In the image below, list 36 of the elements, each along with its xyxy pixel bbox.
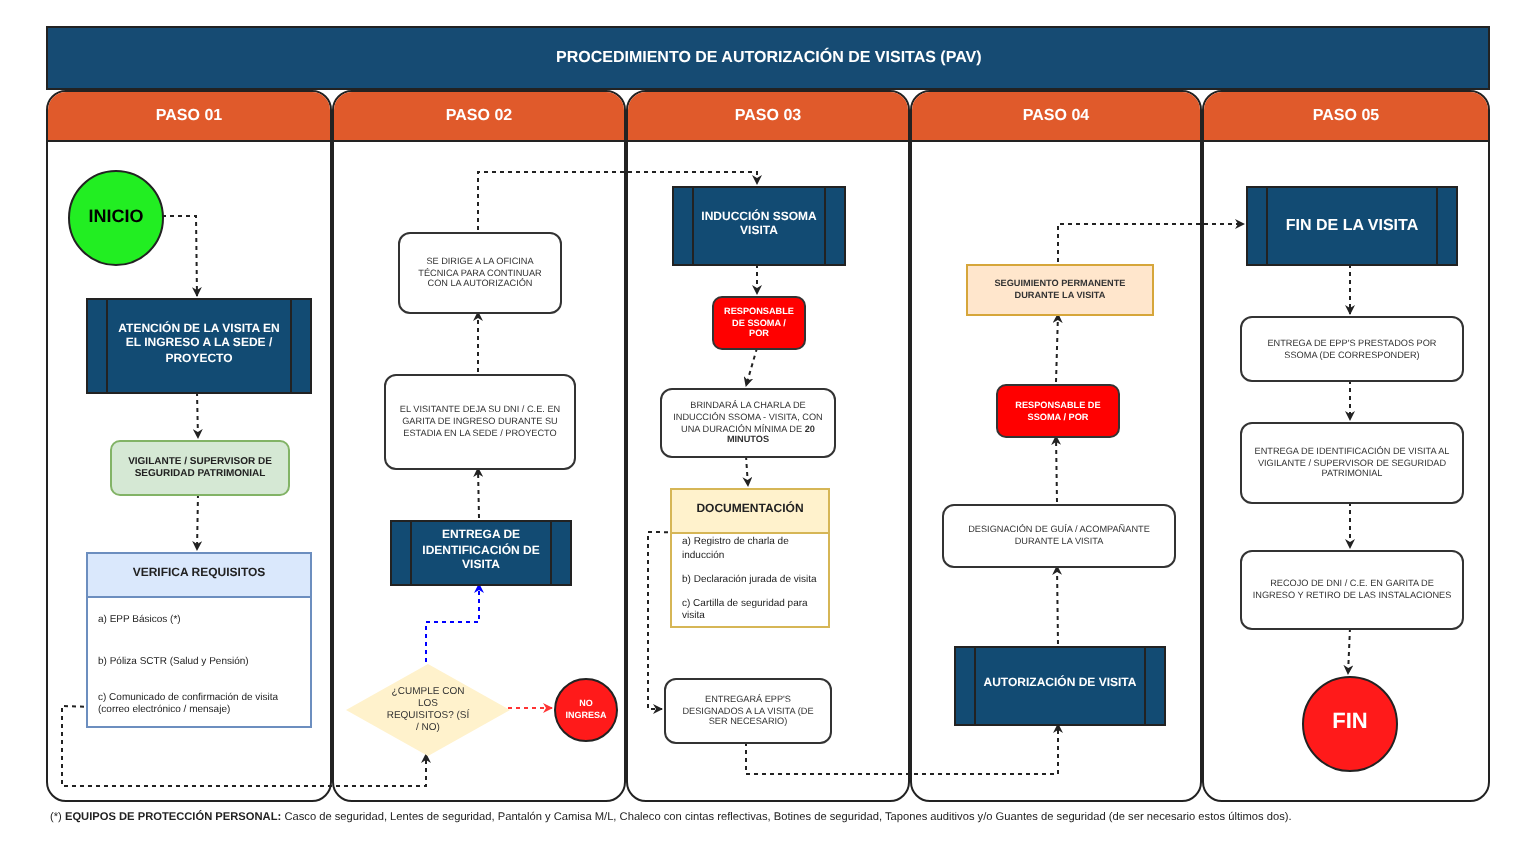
arrow — [1052, 313, 1063, 383]
arrow — [1345, 263, 1355, 315]
swimlane — [332, 90, 626, 802]
arrow — [742, 455, 753, 487]
swimlane — [626, 90, 910, 802]
arrow — [161, 215, 202, 297]
swimlane — [1202, 90, 1490, 802]
arrow — [1051, 435, 1062, 503]
checklist-box — [86, 552, 312, 728]
arrow — [1343, 627, 1354, 675]
arrow — [477, 171, 762, 231]
swimlane — [46, 90, 332, 802]
lane-header: PASO 03 — [628, 92, 908, 142]
process-box: FIN DE LA VISITA — [1246, 186, 1458, 266]
arrow — [425, 583, 484, 663]
arrow — [192, 493, 203, 551]
arrow — [1345, 501, 1355, 549]
arrow — [1057, 219, 1245, 263]
arrow — [752, 263, 762, 295]
arrow — [61, 704, 431, 787]
arrow — [745, 723, 1063, 775]
arrow — [473, 467, 484, 519]
arrow — [1345, 379, 1355, 421]
arrow — [1052, 565, 1063, 645]
lane-header: PASO 05 — [1204, 92, 1488, 142]
arrow — [743, 347, 758, 387]
lane-header: PASO 02 — [334, 92, 624, 142]
arrow — [192, 391, 203, 439]
document-list-box — [670, 488, 830, 628]
lane-header: PASO 04 — [912, 92, 1200, 142]
arrow — [647, 531, 669, 714]
lane-header: PASO 01 — [48, 92, 330, 142]
arrow — [507, 703, 553, 713]
arrow — [473, 311, 483, 373]
title: PROCEDIMIENTO DE AUTORIZACIÓN DE VISITAS (PAV) — [556, 46, 982, 70]
swimlane — [910, 90, 1202, 802]
